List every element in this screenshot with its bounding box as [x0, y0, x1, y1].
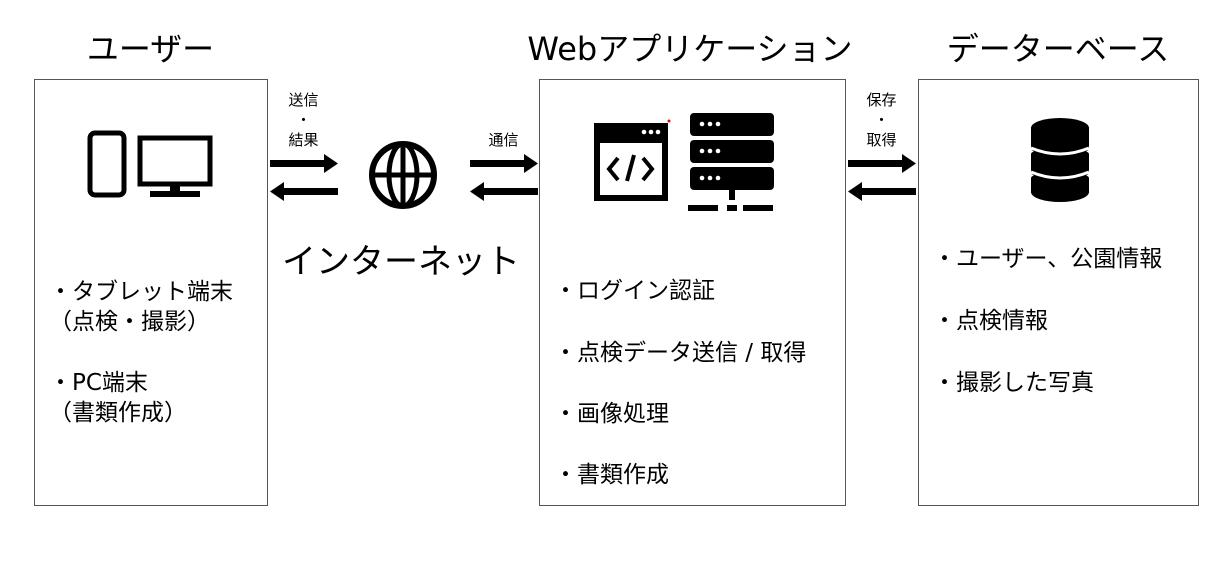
user-item-2-line1: ・PC端末 [49, 370, 148, 396]
bidirectional-arrows-icon [270, 154, 338, 201]
globe-icon [369, 141, 437, 209]
right-link-line1: 保存 [866, 91, 897, 109]
user-item-2: ・PC端末 （書類作成） [49, 368, 187, 428]
right-link-dot: ・ [873, 111, 889, 129]
web-code-server-icon [594, 113, 774, 211]
right-link-label: 保存・取得 [848, 90, 915, 150]
internet-label: インターネット [282, 242, 520, 282]
user-item-2-line2: （書類作成） [49, 400, 187, 426]
webapp-title: Webアプリケーション [527, 30, 853, 68]
webapp-item-3: ・画像処理 [554, 401, 669, 427]
user-item-1-line1: ・タブレット端末 [49, 279, 233, 305]
database-item-2: ・点検情報 [933, 308, 1048, 334]
left-link-label: 送信・結果 [270, 90, 337, 150]
database-box: ・ユーザー、公園情報 ・点検情報 ・撮影した写真 [918, 79, 1199, 506]
devices-icon [87, 130, 213, 198]
webapp-item-1: ・ログイン認証 [554, 278, 715, 304]
database-title: データーベース [946, 30, 1170, 68]
database-icon [1030, 118, 1090, 202]
left-link-dot: ・ [295, 111, 311, 129]
user-item-1-line2: （点検・撮影） [49, 309, 210, 335]
webapp-box: ・ログイン認証 ・点検データ送信 / 取得 ・画像処理 ・書類作成 [539, 79, 846, 506]
mid-link-label: 通信 [488, 131, 519, 149]
webapp-item-2: ・点検データ送信 / 取得 [554, 340, 807, 366]
right-link-line2: 取得 [866, 131, 897, 149]
webapp-item-4: ・書類作成 [554, 462, 669, 488]
database-item-1: ・ユーザー、公園情報 [933, 246, 1163, 272]
bidirectional-arrows-icon [848, 154, 916, 201]
left-link-line1: 送信 [288, 91, 319, 109]
left-link-line2: 結果 [288, 131, 319, 149]
database-item-3: ・撮影した写真 [933, 370, 1094, 396]
user-box: ・タブレット端末 （点検・撮影） ・PC端末 （書類作成） [34, 79, 268, 506]
user-title: ユーザー [86, 30, 215, 68]
user-item-1: ・タブレット端末 （点検・撮影） [49, 277, 233, 337]
bidirectional-arrows-icon [470, 154, 538, 201]
